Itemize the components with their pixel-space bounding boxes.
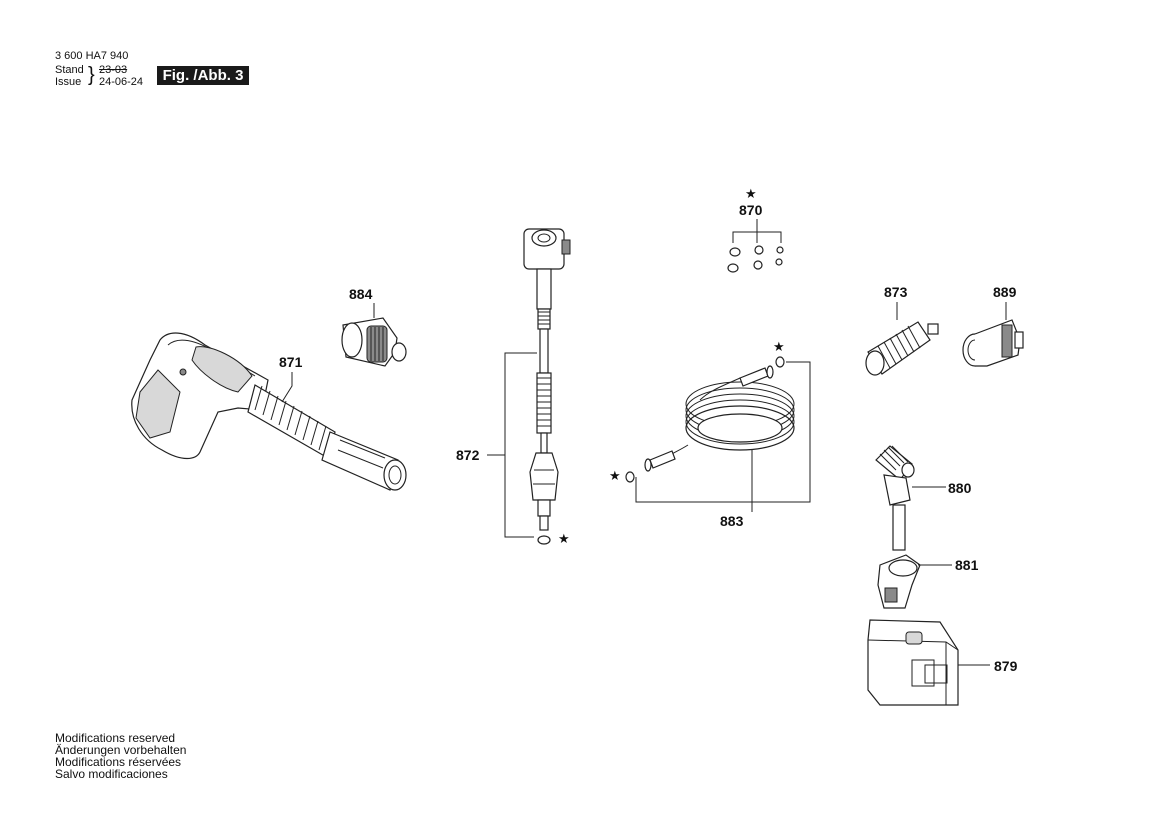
- footer-line-fr: Modifications réservées: [55, 755, 182, 769]
- part-884-coupling: [341, 317, 407, 367]
- new-date: 24-06-24: [99, 76, 144, 88]
- footer-line-de: Änderungen vorbehalten: [55, 743, 187, 757]
- part-label-881: 881: [955, 557, 979, 573]
- part-879-detergent-tank: [867, 619, 959, 706]
- part-label-870: 870: [739, 202, 763, 218]
- part-872-lance: [523, 228, 571, 545]
- footer-line-es: Salvo modificaciones: [55, 767, 168, 781]
- part-880-detergent-nozzle: [875, 445, 915, 551]
- part-871-trigger-gun: [131, 332, 407, 491]
- star-symbol-870: ★: [745, 186, 757, 201]
- star-symbol-883-top: ★: [773, 339, 785, 354]
- part-881-holder: [877, 554, 921, 609]
- part-label-872: 872: [456, 447, 480, 463]
- part-label-873: 873: [884, 284, 908, 300]
- part-label-880: 880: [948, 480, 972, 496]
- part-label-883: 883: [720, 513, 744, 529]
- brace-icon: }: [88, 64, 95, 86]
- figure-label: Fig. /Abb. 3: [157, 66, 249, 85]
- old-date: 23-03: [99, 64, 128, 76]
- part-label-884: 884: [349, 286, 373, 302]
- part-889-adapter: [962, 319, 1024, 367]
- part-870-o-rings: [727, 245, 784, 273]
- star-symbol-883-left: ★: [609, 468, 621, 483]
- part-label-889: 889: [993, 284, 1017, 300]
- part-label-879: 879: [994, 658, 1018, 674]
- stand-label: Stand: [55, 64, 84, 76]
- document-number: 3 600 HA7 940: [55, 50, 129, 62]
- star-symbol-872: ★: [558, 531, 570, 546]
- part-883-hose: [625, 356, 795, 483]
- footer-line-en: Modifications reserved: [55, 731, 176, 745]
- leader-lines: [281, 219, 1007, 666]
- part-label-871: 871: [279, 354, 303, 370]
- part-873-nozzle: [865, 321, 939, 376]
- issue-label: Issue: [55, 76, 82, 88]
